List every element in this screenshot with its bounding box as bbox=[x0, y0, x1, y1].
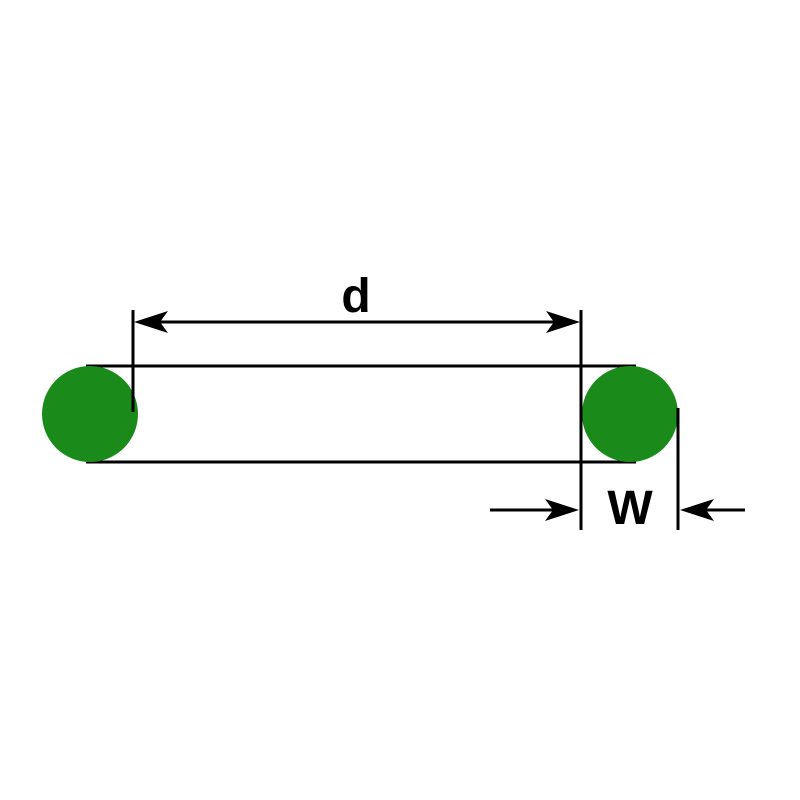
oring-cross-section-left bbox=[42, 366, 138, 462]
d-dimension-label: d bbox=[341, 270, 370, 323]
w-arrowhead-left-icon bbox=[545, 499, 579, 521]
d-arrowhead-right-icon bbox=[546, 311, 580, 333]
d-arrowhead-left-icon bbox=[134, 311, 168, 333]
w-dimension-label: W bbox=[607, 482, 653, 535]
oring-cross-section-right bbox=[582, 366, 678, 462]
w-arrowhead-right-icon bbox=[680, 499, 714, 521]
